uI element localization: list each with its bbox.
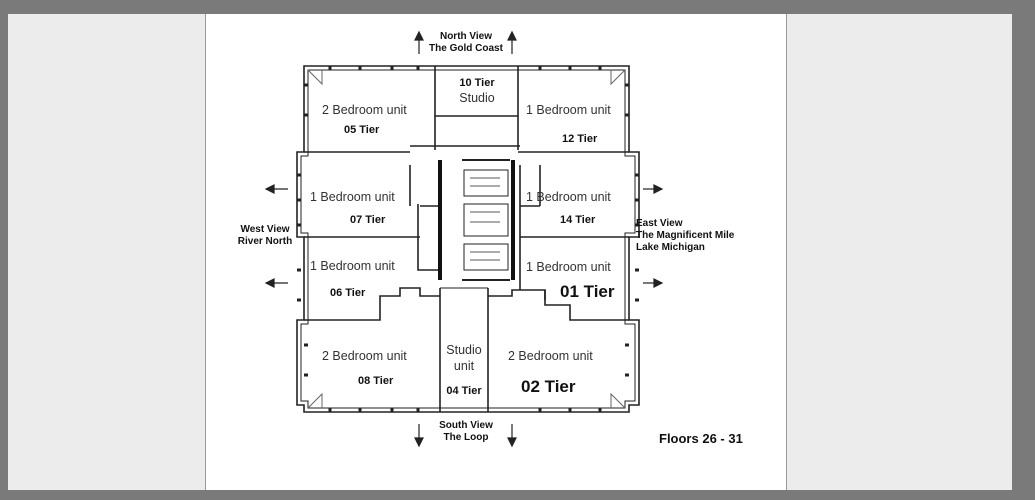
unit-08-type: 2 Bedroom unit bbox=[322, 349, 407, 363]
unit-10-type: Studio bbox=[459, 91, 495, 105]
unit-04-tier: 04 Tier bbox=[446, 385, 482, 397]
west-view-label: West View River North bbox=[228, 224, 302, 248]
unit-14-tier: 14 Tier bbox=[560, 214, 596, 226]
unit-06-tier: 06 Tier bbox=[330, 287, 366, 299]
unit-04-type-line1: Studio bbox=[446, 343, 482, 357]
south-view-title: South View bbox=[439, 420, 493, 431]
north-view-label: North View The Gold Coast bbox=[416, 31, 516, 55]
unit-01-tier: 01 Tier bbox=[560, 282, 615, 301]
west-view-title: West View bbox=[240, 224, 290, 235]
unit-02-type: 2 Bedroom unit bbox=[508, 349, 593, 363]
east-view-label: East View The Magnificent Mile Lake Mich… bbox=[636, 218, 734, 254]
south-view-label: South View The Loop bbox=[416, 420, 516, 444]
east-view-title: East View bbox=[636, 218, 683, 229]
north-view-title: North View bbox=[439, 31, 493, 42]
unit-04-type-line2: unit bbox=[453, 359, 475, 373]
unit-12-tier: 12 Tier bbox=[562, 133, 598, 145]
south-view-subtitle: The Loop bbox=[443, 432, 489, 443]
floors-label: Floors 26 - 31 bbox=[659, 431, 743, 446]
east-view-subtitle-2: Lake Michigan bbox=[636, 242, 705, 253]
unit-01-type: 1 Bedroom unit bbox=[526, 260, 611, 274]
unit-06-type: 1 Bedroom unit bbox=[310, 259, 395, 273]
unit-08-tier: 08 Tier bbox=[358, 375, 394, 387]
unit-05-type: 2 Bedroom unit bbox=[322, 103, 407, 117]
unit-07-tier: 07 Tier bbox=[350, 214, 386, 226]
unit-12-type: 1 Bedroom unit bbox=[526, 103, 611, 117]
unit-07-type: 1 Bedroom unit bbox=[310, 190, 395, 204]
unit-10-tier: 10 Tier bbox=[459, 77, 495, 89]
east-view-subtitle: The Magnificent Mile bbox=[636, 230, 735, 241]
unit-14-type: 1 Bedroom unit bbox=[526, 190, 611, 204]
unit-05-tier: 05 Tier bbox=[344, 124, 380, 136]
unit-02-tier: 02 Tier bbox=[521, 377, 576, 396]
unit-04-type: Studio unit bbox=[440, 342, 488, 374]
north-view-subtitle: The Gold Coast bbox=[429, 43, 503, 54]
west-view-subtitle: River North bbox=[237, 236, 293, 247]
